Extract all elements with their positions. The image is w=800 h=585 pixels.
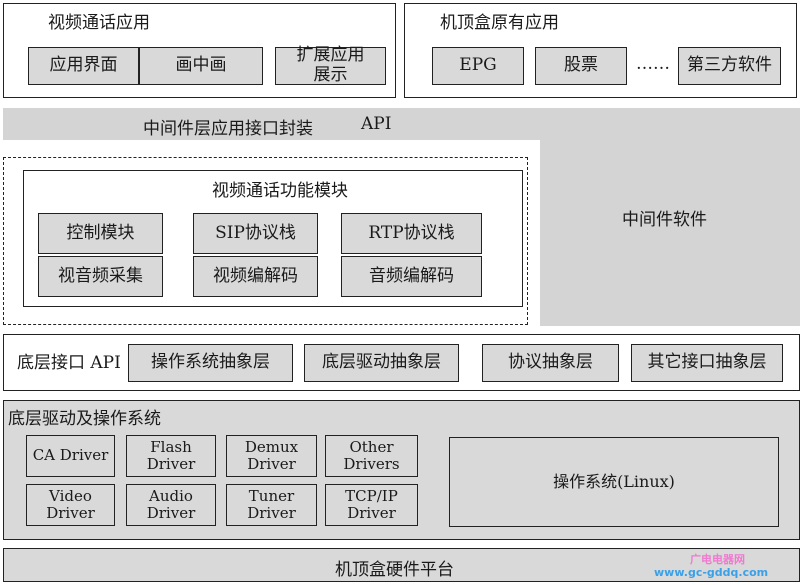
pip-label: 画中画 (175, 55, 227, 76)
driver-abstraction-label: 底层驱动抽象层 (322, 352, 441, 373)
os-linux-label: 操作系统(Linux) (553, 471, 675, 491)
hardware-platform-bar (3, 548, 800, 582)
protocol-abstraction-box: 协议抽象层 (482, 344, 619, 382)
control-module-label: 控制模块 (66, 222, 135, 243)
middleware-software-label: 中间件软件 (622, 210, 707, 230)
app-ui-box: 应用界面 (28, 47, 139, 85)
extended-app-label: 扩展应用 展示 (296, 45, 365, 85)
tcpip-driver-box: TCP/IP Driver (325, 484, 418, 526)
other-drivers-label: Other Drivers (343, 437, 400, 473)
drivers-os-title: 底层驱动及操作系统 (8, 409, 161, 429)
tuner-driver-label: Tuner Driver (247, 486, 296, 522)
watermark-url: www.gc-gddq.com (654, 566, 769, 579)
stocks-box: 股票 (535, 47, 627, 85)
tcpip-driver-label: TCP/IP Driver (345, 486, 398, 522)
middleware-band (3, 108, 800, 140)
app-ui-label: 应用界面 (49, 55, 118, 76)
ca-driver-box: CA Driver (26, 435, 115, 477)
epg-label: EPG (459, 55, 497, 76)
os-abstraction-box: 操作系统抽象层 (128, 344, 293, 382)
av-capture-box: 视音频采集 (38, 256, 163, 297)
audio-codec-label: 音频编解码 (369, 265, 454, 286)
low-level-api-label: 底层接口 API (17, 353, 121, 373)
os-linux-box: 操作系统(Linux) (449, 437, 779, 527)
rtp-stack-label: RTP协议栈 (368, 222, 455, 243)
rtp-stack-box: RTP协议栈 (341, 213, 482, 254)
ellipsis: …… (636, 54, 670, 74)
flash-driver-box: Flash Driver (126, 435, 216, 477)
stocks-label: 股票 (564, 55, 598, 76)
epg-box: EPG (432, 47, 524, 85)
video-call-module-title: 视频通话功能模块 (212, 181, 348, 201)
driver-abstraction-box: 底层驱动抽象层 (304, 344, 459, 382)
middleware-api-label: 中间件层应用接口封装 (143, 119, 313, 139)
pip-box: 画中画 (139, 47, 263, 85)
video-driver-box: Video Driver (26, 484, 115, 526)
middleware-software-area (540, 140, 800, 326)
video-call-app-title: 视频通话应用 (48, 13, 150, 33)
ca-driver-label: CA Driver (32, 446, 109, 465)
stb-native-app-title: 机顶盒原有应用 (440, 13, 559, 33)
demux-driver-box: Demux Driver (226, 435, 317, 477)
demux-driver-label: Demux Driver (244, 437, 299, 473)
control-module-box: 控制模块 (38, 213, 163, 254)
extended-app-box: 扩展应用 展示 (275, 45, 386, 85)
audio-driver-label: Audio Driver (146, 486, 196, 522)
other-abstraction-box: 其它接口抽象层 (631, 344, 783, 382)
protocol-abstraction-label: 协议抽象层 (508, 352, 593, 373)
av-capture-label: 视音频采集 (58, 265, 143, 286)
other-abstraction-label: 其它接口抽象层 (647, 352, 767, 373)
sip-stack-box: SIP协议栈 (193, 213, 318, 254)
video-driver-label: Video Driver (46, 486, 95, 522)
flash-driver-label: Flash Driver (146, 437, 196, 473)
middleware-api-tag: API (361, 114, 392, 134)
os-abstraction-label: 操作系统抽象层 (151, 352, 270, 373)
hardware-platform-label: 机顶盒硬件平台 (335, 560, 454, 580)
watermark-site-name: 广电电器网 (690, 553, 745, 566)
video-codec-label: 视频编解码 (213, 265, 298, 286)
third-party-label: 第三方软件 (687, 55, 772, 76)
tuner-driver-box: Tuner Driver (226, 484, 317, 526)
video-codec-box: 视频编解码 (193, 256, 318, 297)
other-drivers-box: Other Drivers (325, 435, 418, 477)
sip-stack-label: SIP协议栈 (215, 222, 296, 243)
audio-codec-box: 音频编解码 (341, 256, 482, 297)
audio-driver-box: Audio Driver (126, 484, 216, 526)
third-party-box: 第三方软件 (678, 47, 781, 85)
